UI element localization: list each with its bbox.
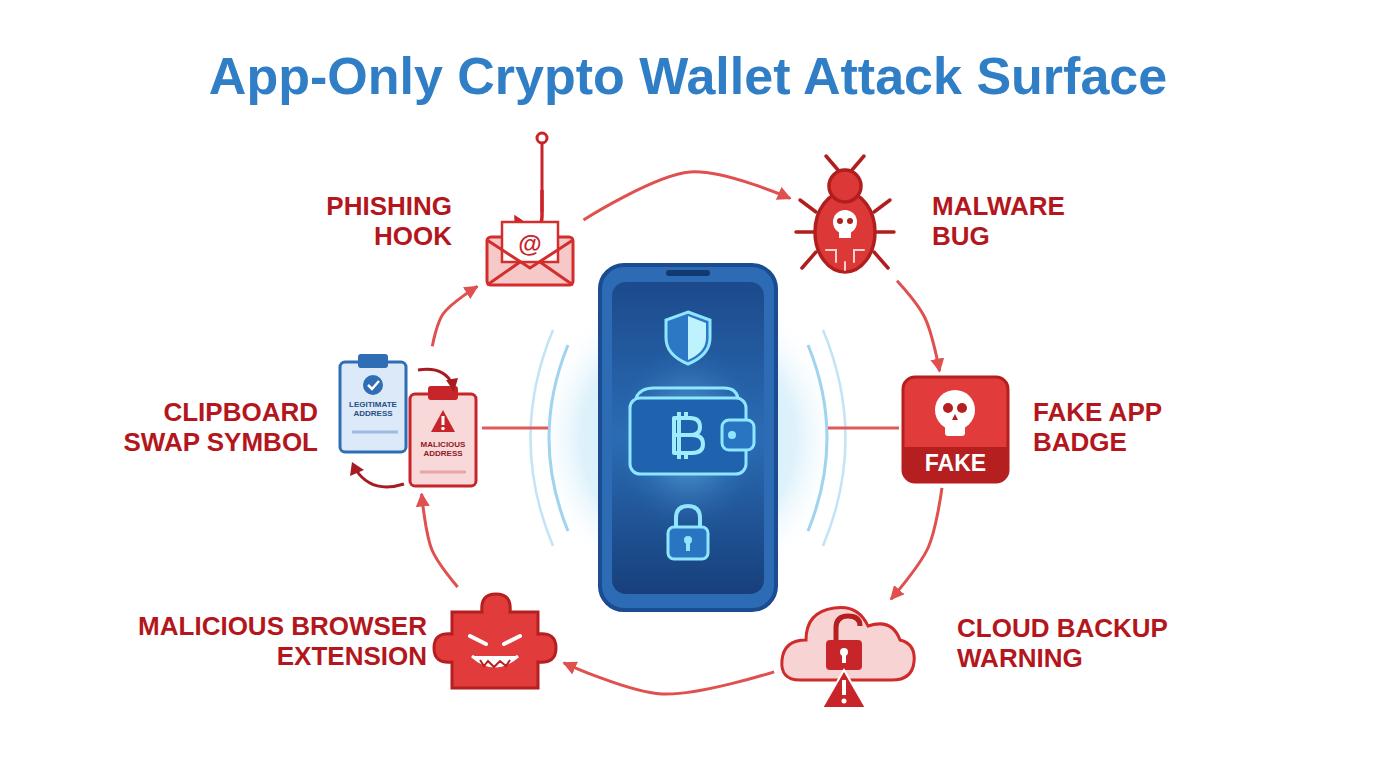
email-symbol: @ — [510, 231, 550, 257]
threat-label: CLOUD BACKUP WARNING — [957, 614, 1187, 674]
clipboard-text: MALICIOUS ADDRESS — [412, 441, 474, 459]
threat-label: CLIPBOARD SWAP SYMBOL — [106, 398, 318, 458]
threat-icon-box: MALWARE BUG — [796, 150, 896, 276]
browser-extension-icon — [434, 594, 556, 688]
phone-illustration — [600, 265, 776, 610]
badge-text: FAKE — [903, 451, 1008, 476]
threat-label: FAKE APP BADGE — [1033, 398, 1183, 458]
malware-bug-icon — [796, 156, 894, 272]
attack-cycle-arrow — [564, 663, 774, 694]
diagram-title: App-Only Crypto Wallet Attack Surface — [0, 48, 1376, 105]
fake-app-icon — [903, 377, 1008, 482]
clipboard-text: LEGITIMATE ADDRESS — [342, 401, 404, 419]
attack-cycle-arrow — [583, 172, 790, 220]
clipboard-swap-icon — [340, 354, 476, 487]
threat-label: PHISHING HOOK — [302, 192, 452, 252]
threat-label: MALICIOUS BROWSER EXTENSION — [122, 612, 427, 672]
attack-cycle-arrow — [891, 488, 942, 599]
attack-cycle-arrow — [422, 494, 458, 587]
cloud-backup-icon — [782, 607, 914, 708]
threat-icon-box: MALICIOUS BROWSER EXTENSION — [432, 592, 558, 690]
phishing-icon — [487, 133, 573, 285]
threat-icon-box: CLIPBOARD SWAP SYMBOL — [338, 352, 478, 488]
attack-cycle-arrow — [897, 281, 940, 371]
attack-cycle-arrow — [432, 286, 477, 346]
phone-halo — [531, 283, 846, 593]
threat-icon-box: CLOUD BACKUP WARNING — [780, 604, 918, 710]
threat-label: MALWARE BUG — [932, 192, 1082, 252]
